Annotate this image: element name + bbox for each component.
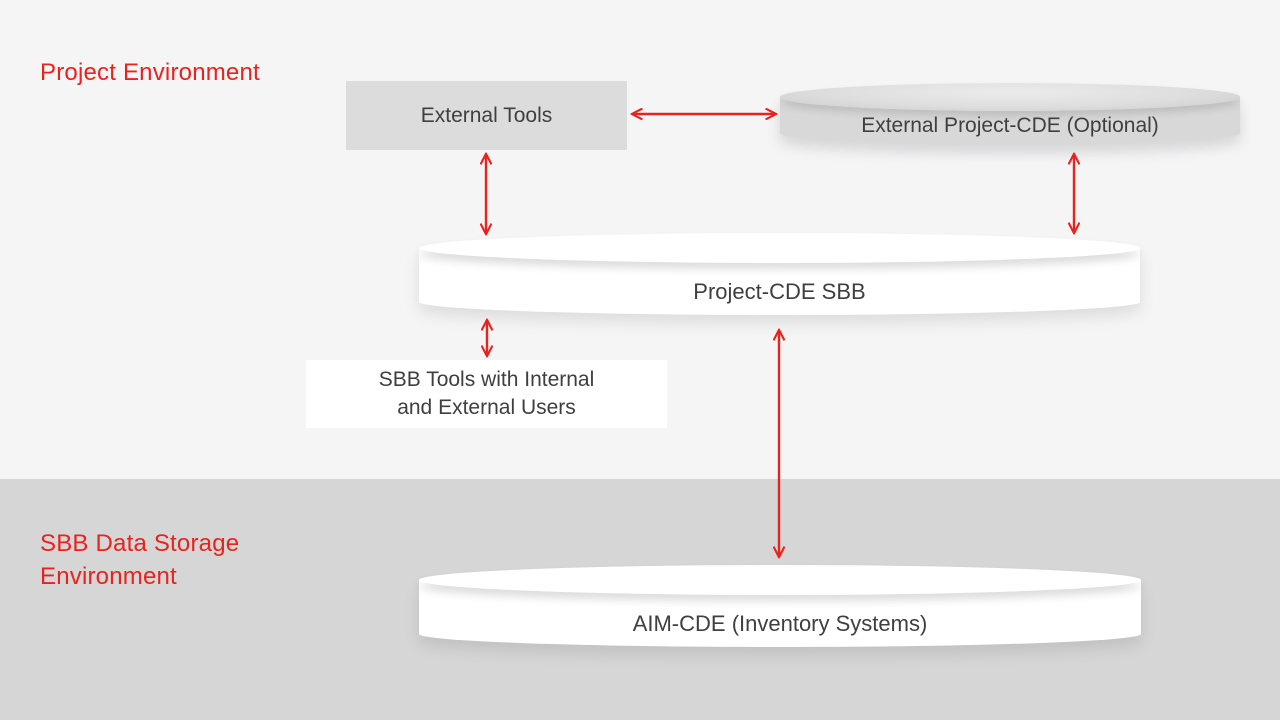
external-project-cde-label: External Project-CDE (Optional)	[861, 114, 1159, 137]
sbb-tools-label-line1: SBB Tools with Internal	[378, 368, 595, 391]
cylinder-top-ellipse	[419, 233, 1140, 263]
cylinder-top-ellipse	[780, 83, 1240, 111]
sbb-data-storage-heading-line2: Environment	[40, 563, 177, 590]
external-tools-node: External Tools	[346, 81, 627, 150]
project-cde-sbb-label: Project-CDE SBB	[693, 279, 866, 304]
sbb-tools-node: SBB Tools with Internal and External Use…	[306, 360, 667, 428]
project-environment-heading: Project Environment	[40, 59, 260, 86]
external-project-cde-node: External Project-CDE (Optional)	[780, 83, 1240, 145]
project-cde-sbb-node: Project-CDE SBB	[419, 233, 1140, 315]
sbb-tools-label: SBB Tools with Internal and External Use…	[379, 366, 595, 422]
sbb-data-storage-heading-line1: SBB Data Storage	[40, 530, 240, 557]
sbb-data-storage-heading: SBB Data Storage Environment	[40, 527, 239, 593]
sbb-tools-label-line2: and External Users	[397, 396, 576, 419]
aim-cde-label: AIM-CDE (Inventory Systems)	[632, 611, 928, 636]
cylinder-top-ellipse	[419, 565, 1141, 595]
external-tools-label: External Tools	[420, 103, 553, 127]
aim-cde-node: AIM-CDE (Inventory Systems)	[419, 565, 1141, 647]
